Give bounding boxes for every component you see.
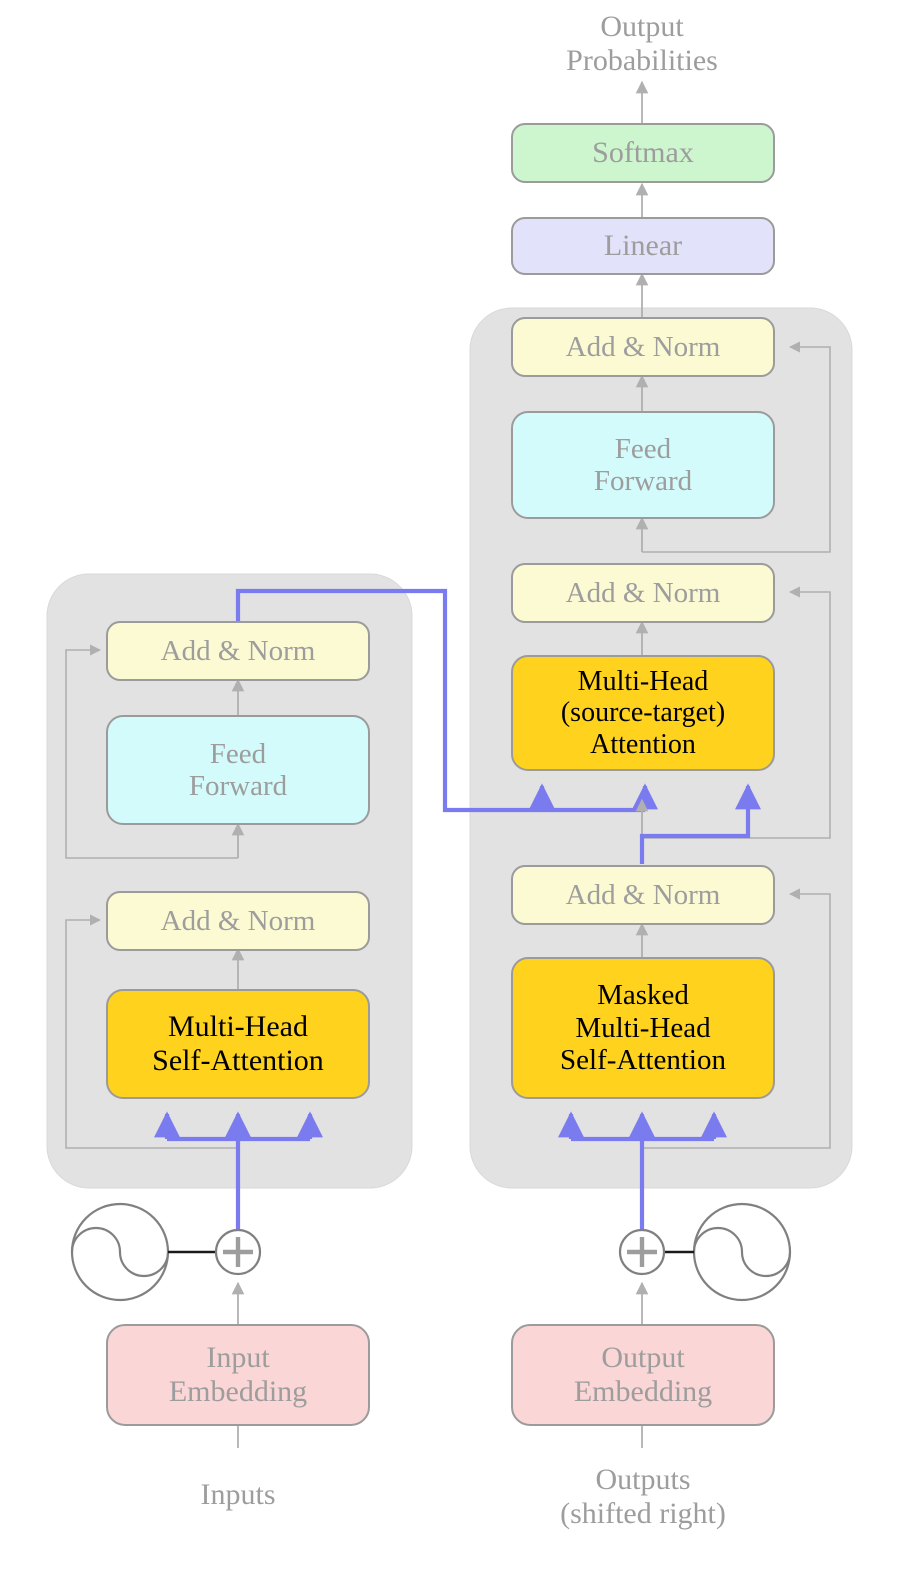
- output-probabilities-label: Output Probabilities: [566, 10, 718, 78]
- dec-feed-forward-box: [511, 411, 775, 519]
- outputs-shifted-right-label: Outputs (shifted right): [560, 1463, 726, 1531]
- decoder-query-connection: [639, 783, 762, 864]
- input-embedding-box: [106, 1324, 370, 1426]
- enc-feed-forward-box: [106, 715, 370, 825]
- linear-box: [511, 217, 775, 275]
- encoder-sum-node: [214, 1228, 262, 1276]
- positional-encoding-sine-icon-decoder: [664, 1202, 792, 1302]
- enc-add-norm-1-box: [106, 891, 370, 951]
- dec-add-norm-1-box: [511, 865, 775, 925]
- inputs-label: Inputs: [200, 1478, 276, 1511]
- encoder-residual-connections: [65, 644, 238, 1149]
- dec-cross-attention-box: [511, 655, 775, 771]
- positional-encoding-sine-icon-encoder: [70, 1202, 216, 1302]
- dec-add-norm-3-box: [511, 317, 775, 377]
- encoder-self-attention-qkv-arrows: [153, 1111, 324, 1240]
- softmax-box: [511, 123, 775, 183]
- dec-masked-self-attention-box: [511, 957, 775, 1099]
- enc-self-attention-box: [106, 989, 370, 1099]
- enc-add-norm-2-box: [106, 621, 370, 681]
- dec-add-norm-2-box: [511, 563, 775, 623]
- decoder-sum-node: [618, 1228, 666, 1276]
- output-embedding-box: [511, 1324, 775, 1426]
- decoder-self-attention-qkv-arrows: [557, 1111, 728, 1240]
